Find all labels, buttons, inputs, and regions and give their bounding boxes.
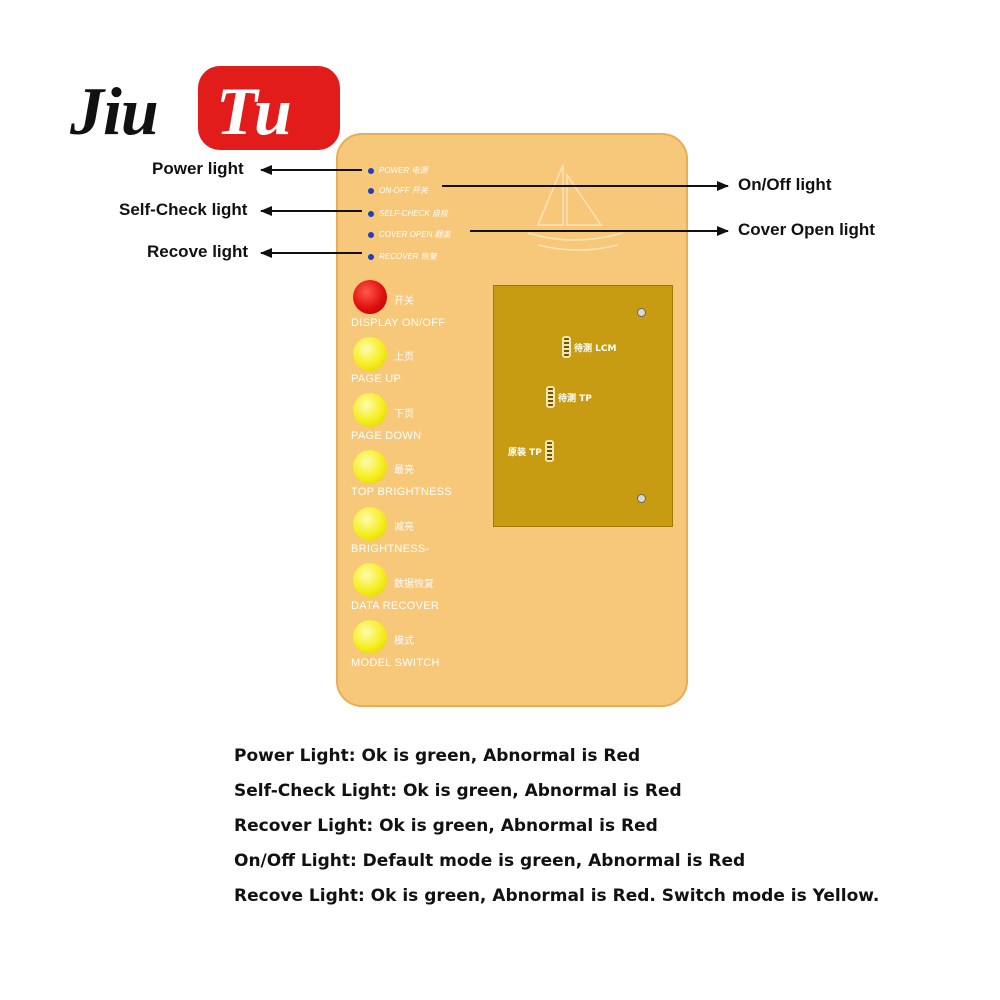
screw-top <box>637 308 646 317</box>
brightness-down-label: BRIGHTNESS- <box>351 543 430 555</box>
connector-original-tp[interactable]: 原装 TP <box>508 440 554 462</box>
page-down-cn: 下页 <box>394 409 414 420</box>
callout-on-off-light: On/Off light <box>738 175 832 194</box>
page-up-cn: 上页 <box>394 352 414 363</box>
recover-led <box>368 253 374 260</box>
logo-text-tu: Tu <box>216 73 292 149</box>
model-switch-button[interactable] <box>353 620 387 654</box>
screw-bottom <box>637 494 646 503</box>
page-up-label: PAGE UP <box>351 373 402 385</box>
test-board: 待测 LCM 待测 TP 原装 TP <box>493 285 673 527</box>
data-recover-button[interactable] <box>353 563 387 597</box>
model-switch-cn: 模式 <box>394 636 414 647</box>
indicator-cover-open-en: COVER OPEN <box>379 230 433 239</box>
note-power-light: Power Light: Ok is green, Abnormal is Re… <box>234 746 641 766</box>
indicator-cover-open: COVER OPEN 翻盖 <box>368 229 451 240</box>
light-status-notes: Power Light: Ok is green, Abnormal is Re… <box>234 742 974 917</box>
indicator-on-off: ON-OFF 开关 <box>368 185 428 196</box>
note-recover-light: Recover Light: Ok is green, Abnormal is … <box>234 816 658 836</box>
display-on-off-button[interactable] <box>353 280 387 314</box>
indicator-self-check: SELF-CHECK 自检 <box>368 208 448 219</box>
indicator-on-off-cn: 开关 <box>411 186 428 195</box>
data-recover-label: DATA RECOVER <box>351 600 440 612</box>
callout-self-check-light: Self-Check light <box>119 200 248 219</box>
logo-text-jiu: Jiu <box>70 73 159 149</box>
top-brightness-label: TOP BRIGHTNESS <box>351 486 452 498</box>
connector-tp[interactable]: 待测 TP <box>546 386 592 408</box>
cover-open-led <box>368 231 374 238</box>
sailboat-logo <box>527 164 624 251</box>
indicator-self-check-en: SELF-CHECK <box>379 209 430 218</box>
indicator-power: POWER 电源 <box>368 165 427 176</box>
page-down-label: PAGE DOWN <box>351 430 422 442</box>
callout-recove-light: Recove light <box>147 242 249 261</box>
connector-lcm-label: 待测 LCM <box>574 343 617 354</box>
connector-lcm[interactable]: 待测 LCM <box>562 336 616 358</box>
note-recove-light: Recove Light: Ok is green, Abnormal is R… <box>234 886 880 906</box>
indicator-power-cn: 电源 <box>411 166 428 175</box>
model-switch-label: MODEL SWITCH <box>351 657 440 669</box>
note-on-off-light: On/Off Light: Default mode is green, Abn… <box>234 851 746 871</box>
connector-original-tp-pins <box>544 440 554 462</box>
connector-original-tp-label: 原装 TP <box>508 447 542 458</box>
callout-cover-open-light: Cover Open light <box>738 220 875 239</box>
display-on-off-label: DISPLAY ON/OFF <box>351 317 446 329</box>
note-self-check-light: Self-Check Light: Ok is green, Abnormal … <box>234 781 682 801</box>
power-led <box>368 167 374 174</box>
logo-red-badge <box>198 66 340 150</box>
top-brightness-button[interactable] <box>353 450 387 484</box>
display-on-off-cn: 开关 <box>394 296 414 307</box>
self-check-led <box>368 210 374 217</box>
indicator-recover-cn: 恢复 <box>420 252 437 261</box>
page-down-button[interactable] <box>353 393 387 427</box>
indicator-self-check-cn: 自检 <box>431 209 448 218</box>
indicator-cover-open-cn: 翻盖 <box>434 230 451 239</box>
on-off-led <box>368 187 374 194</box>
brightness-down-cn: 减亮 <box>394 522 414 533</box>
callout-power-light: Power light <box>152 159 244 178</box>
jiutu-logo: Jiu Tu <box>70 60 350 155</box>
top-brightness-cn: 最亮 <box>394 465 414 476</box>
connector-tp-pins <box>546 386 555 408</box>
connector-lcm-pins <box>562 336 571 358</box>
brightness-down-button[interactable] <box>353 507 387 541</box>
indicator-on-off-en: ON-OFF <box>379 186 410 195</box>
page-up-button[interactable] <box>353 337 387 371</box>
indicator-recover: RECOVER 恢复 <box>368 251 437 262</box>
data-recover-cn: 数据恢复 <box>394 579 434 590</box>
indicator-recover-en: RECOVER <box>379 252 419 261</box>
indicator-power-en: POWER <box>379 166 410 175</box>
connector-tp-label: 待测 TP <box>558 393 592 404</box>
